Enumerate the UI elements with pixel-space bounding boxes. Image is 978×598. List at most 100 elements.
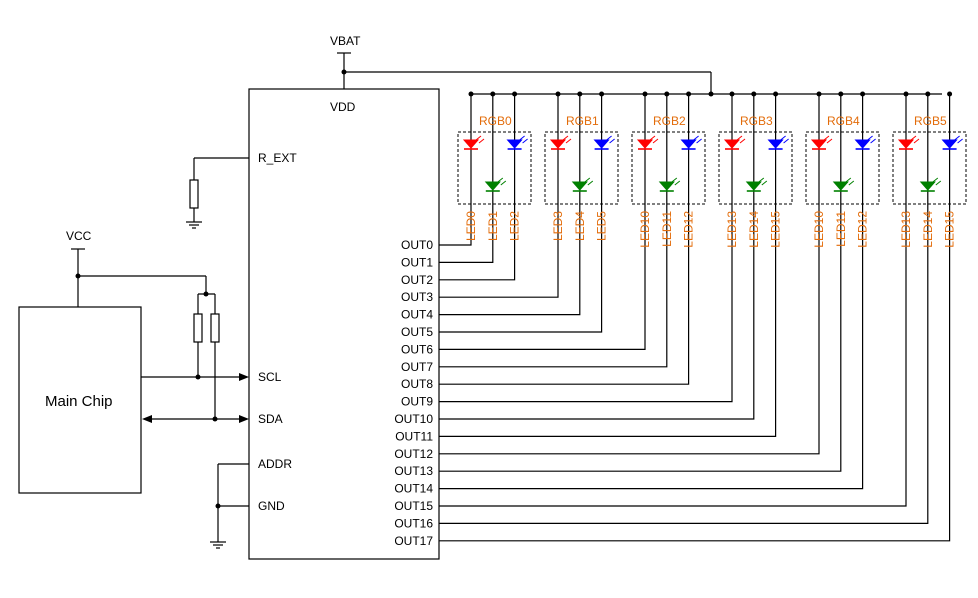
output-wire-12	[439, 94, 820, 455]
led-label-9: LED13	[725, 211, 739, 248]
output-pin-out2: OUT2	[401, 273, 433, 287]
led-icon-15	[898, 135, 920, 150]
output-wire-16	[439, 94, 929, 525]
output-wire-15	[439, 94, 907, 507]
output-pin-out8: OUT8	[401, 377, 433, 391]
vcc-label: VCC	[66, 229, 92, 243]
output-pin-out9: OUT9	[401, 395, 433, 409]
led-label-4: LED4	[573, 211, 587, 241]
output-wires	[439, 91, 953, 542]
rgb-group-label-1: RGB1	[566, 114, 599, 128]
rgb-group-label-2: RGB2	[653, 114, 686, 128]
vbat-label: VBAT	[330, 34, 361, 48]
rgb-group-label-5: RGB5	[914, 114, 947, 128]
output-pin-out3: OUT3	[401, 290, 433, 304]
vbat-junction-15	[903, 91, 909, 97]
output-wire-1	[439, 94, 494, 263]
vbat-junction-0	[468, 91, 474, 97]
led-label-0: LED0	[464, 211, 478, 241]
rgb-group-label-3: RGB3	[740, 114, 773, 128]
led-icon-4	[571, 177, 594, 192]
led-icon-3	[550, 135, 572, 150]
rgb-group-box-2	[631, 131, 706, 205]
led-label-12: LED10	[812, 211, 826, 248]
rgb-group-label-0: RGB0	[479, 114, 512, 128]
vbat-junction-3	[555, 91, 561, 97]
led-label-7: LED11	[660, 211, 674, 247]
output-pin-out14: OUT14	[394, 482, 433, 496]
vbat-junction-17	[947, 91, 953, 97]
led-icon-8	[680, 135, 703, 150]
main-chip	[18, 306, 142, 494]
led-label-3: LED3	[551, 211, 565, 241]
output-pin-labels: OUT0OUT1OUT2OUT3OUT4OUT5OUT6OUT7OUT8OUT9…	[394, 238, 433, 548]
output-pin-out16: OUT16	[394, 516, 433, 530]
output-wire-5	[439, 94, 603, 333]
led-icon-9	[724, 135, 746, 150]
output-pin-out13: OUT13	[394, 464, 433, 478]
output-pin-out5: OUT5	[401, 325, 433, 339]
rgb-group-box-4	[805, 131, 880, 205]
vbat-junction-8	[686, 91, 692, 97]
led-label-1: LED1	[486, 211, 500, 241]
output-wire-14	[439, 94, 864, 490]
led-icon-6	[637, 135, 659, 150]
vbat-junction-10	[751, 91, 757, 97]
led-icon-16	[919, 177, 942, 192]
output-wire-17	[439, 94, 951, 542]
rgb-group-box-5	[892, 131, 967, 205]
output-pin-out17: OUT17	[394, 534, 433, 548]
vbat-junction-9	[729, 91, 735, 97]
output-wire-9	[439, 94, 733, 403]
led-icon-2	[506, 135, 529, 150]
output-pin-out15: OUT15	[394, 499, 433, 513]
vdd-label: VDD	[330, 100, 356, 114]
vbat-junction-12	[816, 91, 822, 97]
led-icon-11	[767, 135, 790, 150]
output-pin-out1: OUT1	[401, 255, 433, 269]
led-icon-0	[463, 135, 485, 150]
led-label-13: LED11	[834, 211, 848, 247]
vbat-junction-16	[925, 91, 931, 97]
output-wire-8	[439, 94, 690, 385]
led-label-17: LED15	[943, 211, 957, 248]
led-label-8: LED12	[682, 211, 696, 248]
output-pin-out6: OUT6	[401, 342, 433, 356]
vbat-junction-1	[490, 91, 496, 97]
rgb-group-label-4: RGB4	[827, 114, 860, 128]
led-label-16: LED14	[921, 211, 935, 248]
rgb-group-box-0	[457, 131, 532, 205]
led-label-15: LED13	[899, 211, 913, 248]
scl-label: SCL	[258, 370, 282, 384]
output-wire-3	[439, 94, 559, 298]
output-wire-13	[439, 94, 842, 472]
led-label-10: LED14	[747, 211, 761, 248]
output-pin-out0: OUT0	[401, 238, 433, 252]
vbat-junction-2	[512, 91, 518, 97]
led-icon-7	[658, 177, 681, 192]
output-wire-2	[439, 94, 516, 281]
led-icon-12	[811, 135, 833, 150]
led-icon-10	[745, 177, 768, 192]
rgb-group-box-1	[544, 131, 619, 205]
vbat-junction-4	[577, 91, 583, 97]
output-pin-out4: OUT4	[401, 308, 433, 322]
led-label-14: LED12	[856, 211, 870, 248]
vbat-junction-5	[599, 91, 605, 97]
led-icon-13	[832, 177, 855, 192]
led-label-6: LED10	[638, 211, 652, 248]
led-icon-1	[484, 177, 507, 192]
output-wire-4	[439, 94, 581, 316]
led-icon-14	[854, 135, 877, 150]
output-wire-10	[439, 94, 755, 420]
vbat-junction-6	[642, 91, 648, 97]
led-label-5: LED5	[595, 211, 609, 241]
vbat-junction-14	[860, 91, 866, 97]
output-wire-6	[439, 94, 646, 350]
output-pin-out10: OUT10	[394, 412, 433, 426]
led-icon-17	[941, 135, 964, 150]
rgb-group-box-3	[718, 131, 793, 205]
main-chip-label: Main Chip	[45, 393, 113, 410]
addr-label: ADDR	[258, 457, 292, 471]
